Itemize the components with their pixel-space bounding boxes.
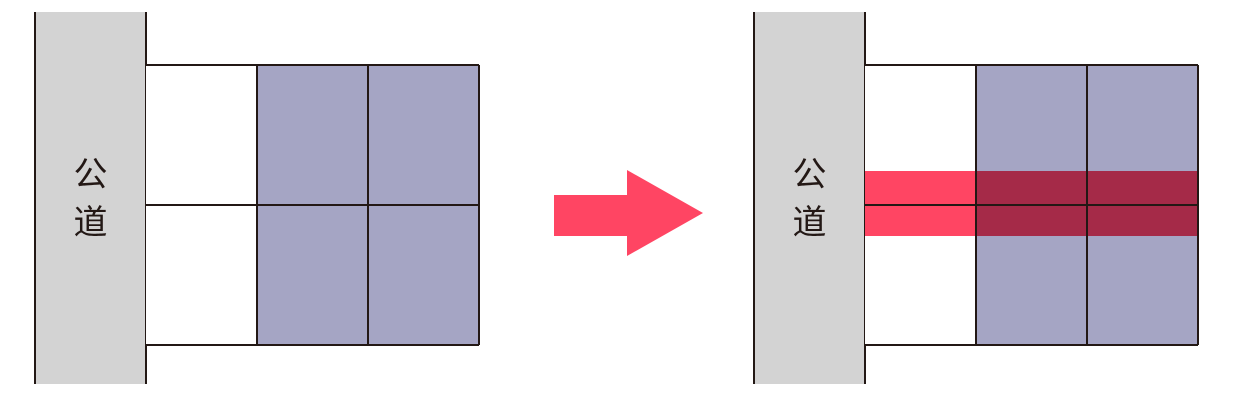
lot-cell-before-r1-c3	[368, 65, 479, 205]
lot-cell-before-r1-c2	[257, 65, 368, 205]
lot-cell-before-r2-c1	[146, 205, 257, 345]
road-label-before-char-1: 公	[74, 155, 108, 195]
road-label-after-char-2: 道	[793, 203, 827, 243]
transition-arrow-icon	[554, 170, 703, 256]
lot-grid-after	[865, 64, 1199, 346]
panel-after: 公 道	[753, 12, 1199, 384]
road-label-after-char-1: 公	[793, 155, 827, 195]
public-road-after	[754, 12, 865, 384]
lot-cell-before-r2-c2	[257, 205, 368, 345]
lot-grid-before	[146, 64, 480, 346]
public-road-before	[35, 12, 146, 384]
lot-cell-before-r2-c3	[368, 205, 479, 345]
road-label-before-char-2: 道	[74, 203, 108, 243]
access-strip	[865, 171, 1198, 236]
access-strip-over-empty	[865, 171, 976, 236]
panel-before: 公 道	[34, 12, 480, 384]
lot-cell-before-r1-c1	[146, 65, 257, 205]
